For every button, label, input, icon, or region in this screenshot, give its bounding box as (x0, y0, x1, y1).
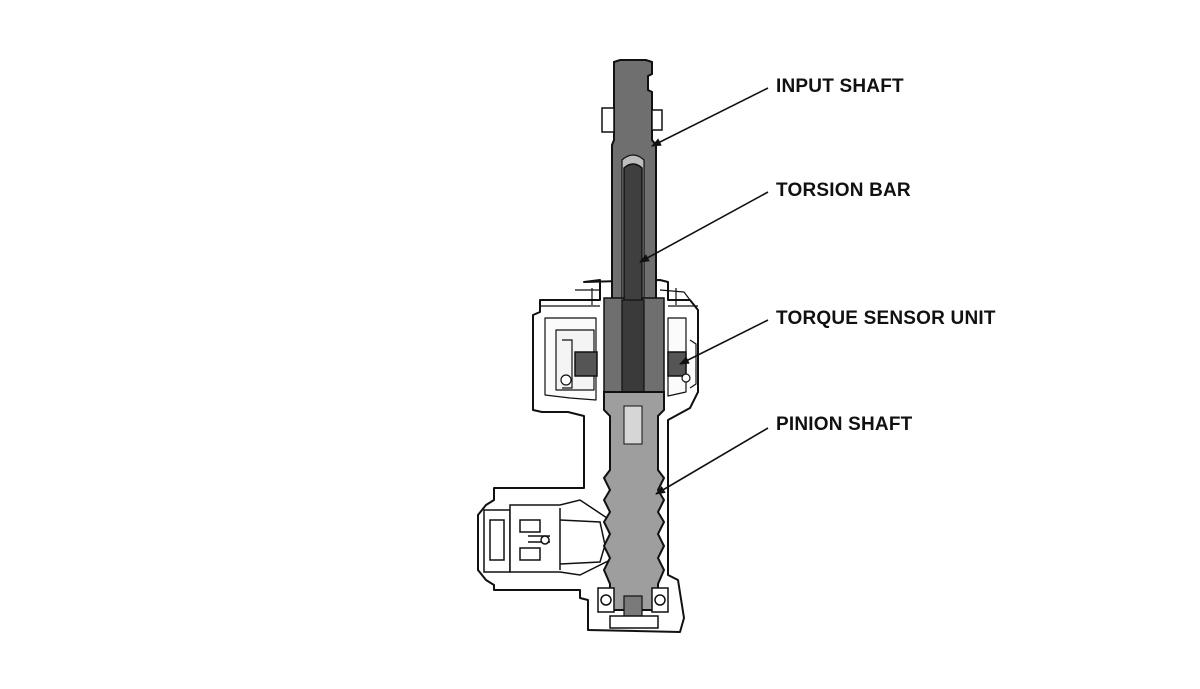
leader-torsion-bar (639, 191, 769, 263)
label-torque-sensor-unit: TORQUE SENSOR UNIT (776, 308, 996, 329)
leader-input-shaft (651, 87, 769, 147)
leader-lines (639, 87, 769, 495)
leader-torque-sensor-unit (679, 319, 769, 365)
rack-guide-assembly (483, 499, 611, 576)
label-input-shaft: INPUT SHAFT (776, 76, 904, 97)
leader-pinion-shaft (655, 427, 769, 495)
pinion-shaft (602, 391, 666, 619)
lower-bearing (597, 587, 669, 629)
torsion-bar (621, 163, 645, 407)
label-pinion-shaft: PINION SHAFT (776, 414, 913, 435)
label-torsion-bar: TORSION BAR (776, 180, 911, 201)
gear-housing (477, 279, 699, 633)
